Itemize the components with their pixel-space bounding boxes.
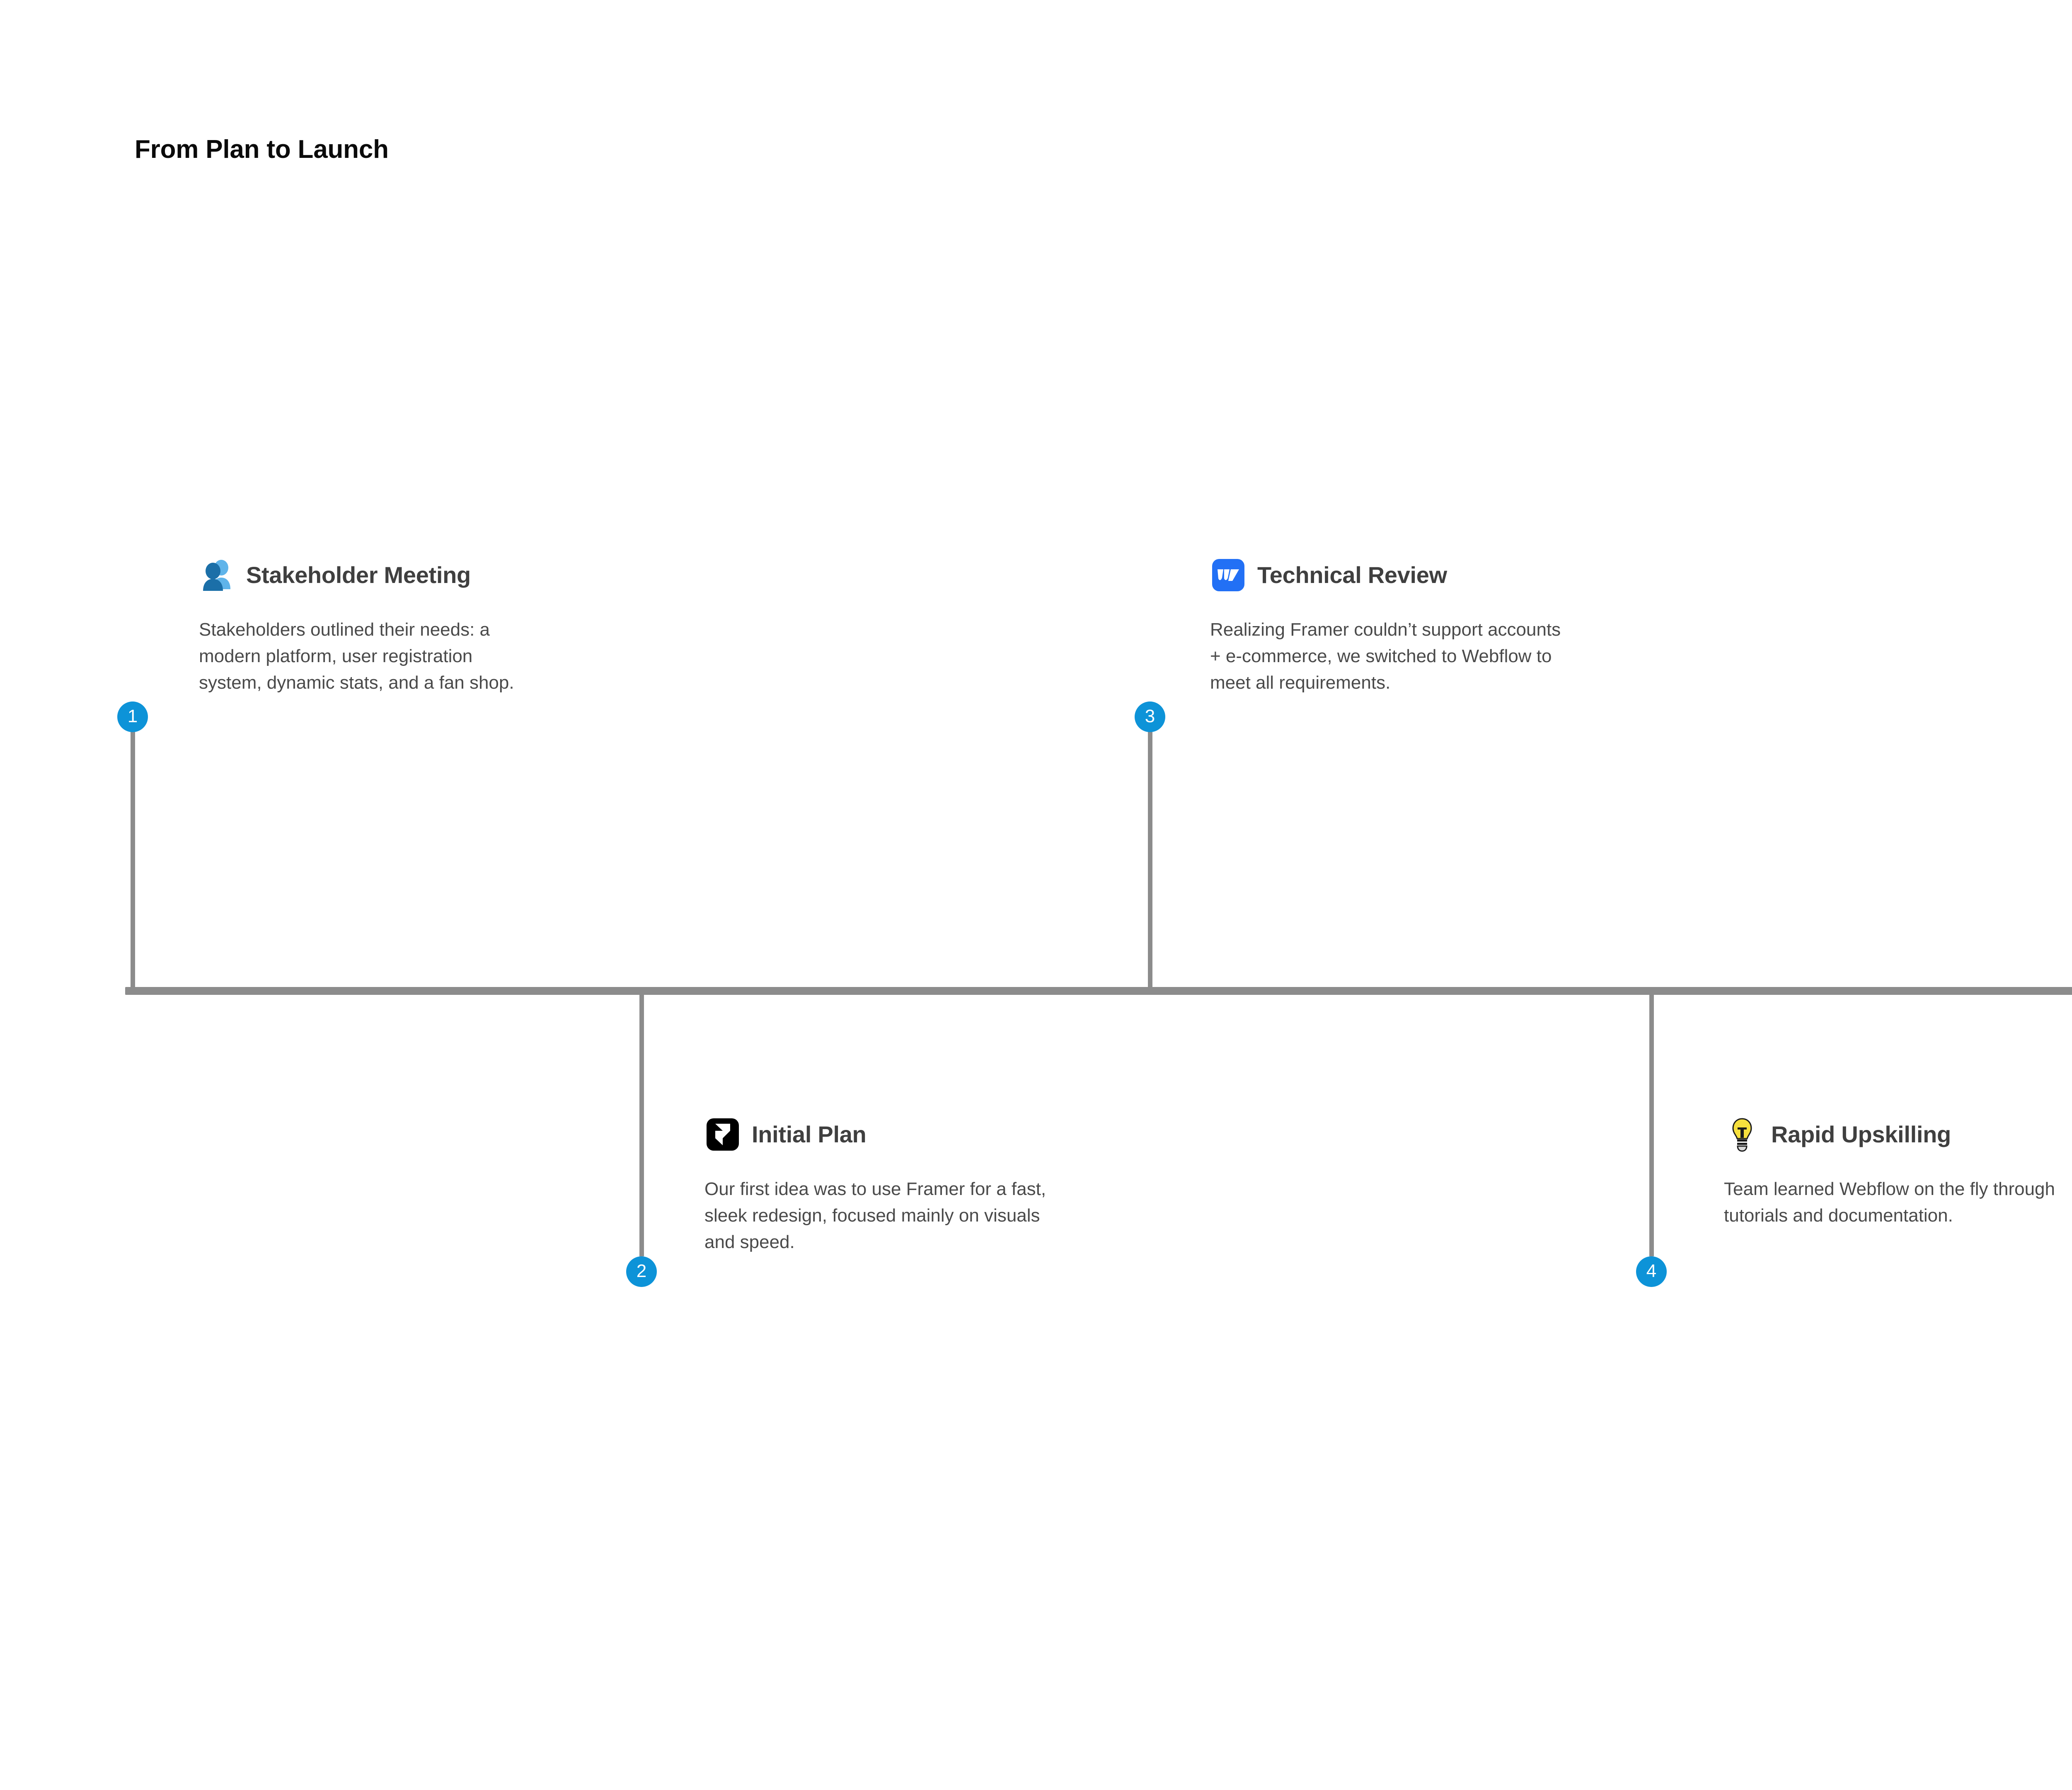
page-title: From Plan to Launch bbox=[135, 135, 389, 164]
milestone-4-title: Rapid Upskilling bbox=[1771, 1121, 1951, 1147]
connector-3 bbox=[1148, 731, 1152, 990]
milestone-2-title: Initial Plan bbox=[752, 1121, 867, 1147]
timeline-axis bbox=[125, 987, 2072, 995]
milestone-2-body: Our first idea was to use Framer for a f… bbox=[704, 1179, 1046, 1252]
milestone-3-body: Realizing Framer couldn’t support accoun… bbox=[1210, 619, 1561, 693]
milestone-4-header: Rapid Upskilling bbox=[1724, 1115, 2072, 1154]
milestone-1-body: Stakeholders outlined their needs: a mod… bbox=[199, 619, 514, 693]
milestone-1: Stakeholder Meeting Stakeholders outline… bbox=[199, 555, 580, 696]
milestone-3-title: Technical Review bbox=[1257, 562, 1447, 588]
milestone-1-title: Stakeholder Meeting bbox=[246, 562, 471, 588]
framer-logo-icon bbox=[704, 1116, 741, 1153]
milestone-3-header: Technical Review bbox=[1210, 555, 1591, 595]
webflow-logo-icon bbox=[1210, 557, 1247, 593]
busts-in-silhouette-icon bbox=[199, 557, 235, 593]
milestone-1-header: Stakeholder Meeting bbox=[199, 555, 580, 595]
milestone-marker-3[interactable]: 3 bbox=[1135, 701, 1165, 732]
connector-2 bbox=[639, 991, 644, 1256]
milestone-3: Technical Review Realizing Framer couldn… bbox=[1210, 555, 1591, 696]
milestone-marker-4[interactable]: 4 bbox=[1636, 1256, 1667, 1287]
connector-4 bbox=[1649, 991, 1654, 1256]
light-bulb-icon bbox=[1724, 1116, 1760, 1153]
milestone-marker-1[interactable]: 1 bbox=[117, 701, 148, 732]
milestone-marker-2[interactable]: 2 bbox=[626, 1256, 657, 1287]
connector-1 bbox=[131, 731, 135, 990]
milestone-4: Rapid Upskilling Team learned Webflow on… bbox=[1724, 1115, 2072, 1229]
milestone-4-body: Team learned Webflow on the fly through … bbox=[1724, 1179, 2055, 1226]
milestone-2-header: Initial Plan bbox=[704, 1115, 1086, 1154]
milestone-2: Initial Plan Our first idea was to use F… bbox=[704, 1115, 1086, 1255]
